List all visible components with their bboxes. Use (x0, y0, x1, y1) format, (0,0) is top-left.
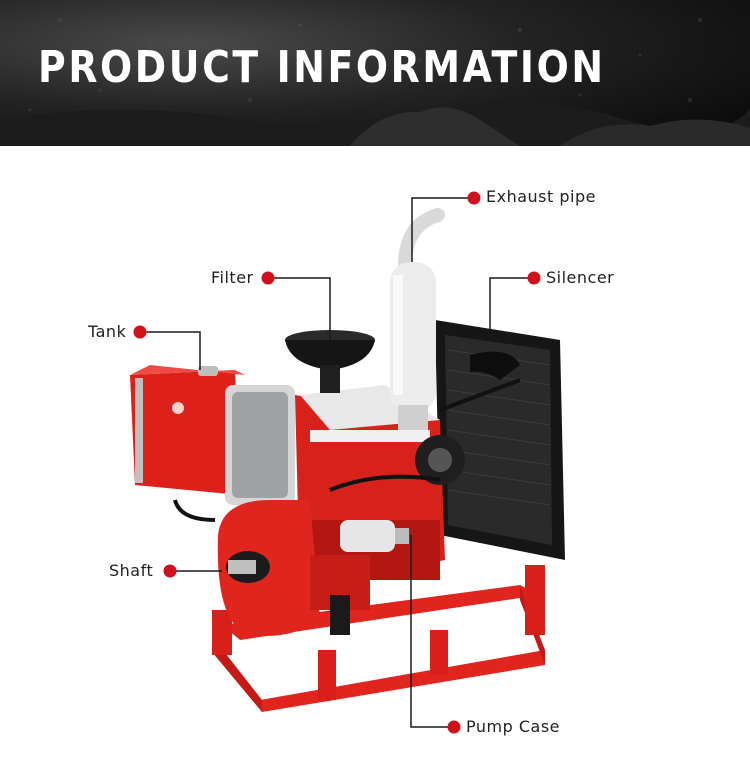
filter-marker (261, 271, 275, 285)
shaft-marker (163, 564, 177, 578)
callout-silencer: Silencer (546, 268, 615, 287)
engine-pump-illustration (0, 146, 750, 771)
leader-lines (133, 191, 541, 734)
exhaust-silencer (390, 208, 445, 430)
callout-shaft: Shaft (109, 561, 154, 580)
callout-pump-case: Pump Case (466, 717, 560, 736)
silencer-marker (527, 271, 541, 285)
pump-case (217, 500, 370, 636)
pump-case-marker (447, 720, 461, 734)
radiator (435, 320, 565, 560)
page-title: PRODUCT INFORMATION (38, 42, 606, 93)
callout-tank: Tank (88, 322, 127, 341)
tank-marker (133, 325, 147, 339)
fuel-tank (130, 365, 295, 505)
callout-exhaust-pipe: Exhaust pipe (486, 187, 596, 206)
header-banner: PRODUCT INFORMATION (0, 0, 750, 146)
exhaust-pipe-marker (467, 191, 481, 205)
hoses (173, 378, 521, 522)
rock-texture (0, 0, 750, 146)
callout-filter: Filter (211, 268, 254, 287)
